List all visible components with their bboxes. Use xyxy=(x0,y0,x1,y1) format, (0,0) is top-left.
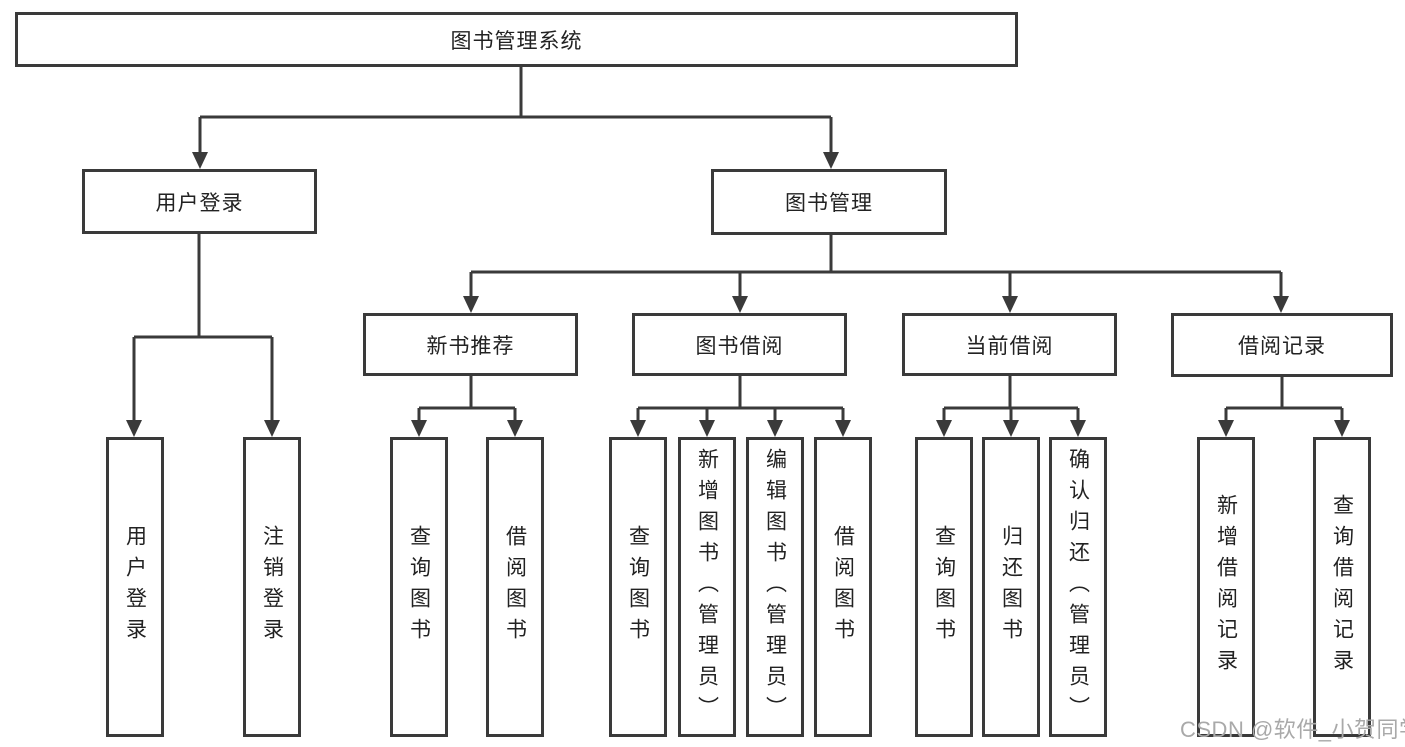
node-return-book: 归还图书 xyxy=(982,437,1040,737)
node-book-management-label: 图书管理 xyxy=(785,192,873,215)
node-new-book-recommend: 新书推荐 xyxy=(363,313,578,376)
node-query-books-recommend: 查询图书 xyxy=(390,437,448,737)
watermark-text: CSDN @软件_小贺同学 xyxy=(1180,717,1405,742)
node-logout-leaf: 注销登录 xyxy=(243,437,301,737)
node-book-management: 图书管理 xyxy=(711,169,947,235)
node-query-books-recommend-label: 查询图书 xyxy=(407,525,431,649)
node-book-borrowing: 图书借阅 xyxy=(632,313,847,376)
node-query-books-current: 查询图书 xyxy=(915,437,973,737)
node-user-login-label: 用户登录 xyxy=(155,191,244,215)
node-add-book-admin: 新增图书（管理员） xyxy=(678,437,736,737)
node-query-borrow-record-label: 查询借阅记录 xyxy=(1330,494,1354,680)
node-user-login-leaf-label: 用户登录 xyxy=(123,525,147,649)
node-edit-book-admin: 编辑图书（管理员） xyxy=(746,437,804,737)
node-borrow-books-recommend: 借阅图书 xyxy=(486,437,544,737)
node-borrow-books-recommend-label: 借阅图书 xyxy=(503,525,527,649)
node-borrowing-records-label: 借阅记录 xyxy=(1238,335,1326,358)
node-user-login-leaf: 用户登录 xyxy=(106,437,164,737)
node-logout-leaf-label: 注销登录 xyxy=(260,525,284,649)
node-add-borrow-record: 新增借阅记录 xyxy=(1197,437,1255,737)
node-query-books-borrowing: 查询图书 xyxy=(609,437,667,737)
node-add-book-admin-label: 新增图书（管理员） xyxy=(695,447,719,727)
node-query-books-borrowing-label: 查询图书 xyxy=(626,525,650,649)
node-confirm-return-admin: 确认归还（管理员） xyxy=(1049,437,1107,737)
node-return-book-label: 归还图书 xyxy=(999,525,1023,649)
node-book-borrowing-label: 图书借阅 xyxy=(695,334,784,358)
node-add-borrow-record-label: 新增借阅记录 xyxy=(1214,494,1238,680)
node-borrowing-records: 借阅记录 xyxy=(1171,313,1393,377)
node-confirm-return-admin-label: 确认归还（管理员） xyxy=(1066,447,1090,727)
node-edit-book-admin-label: 编辑图书（管理员） xyxy=(763,447,787,727)
node-query-books-current-label: 查询图书 xyxy=(932,525,956,649)
node-root: 图书管理系统 xyxy=(15,12,1018,67)
node-current-borrowing: 当前借阅 xyxy=(902,313,1117,376)
node-query-borrow-record: 查询借阅记录 xyxy=(1313,437,1371,737)
node-borrow-books: 借阅图书 xyxy=(814,437,872,737)
node-current-borrowing-label: 当前借阅 xyxy=(965,334,1054,358)
node-new-book-recommend-label: 新书推荐 xyxy=(426,334,515,358)
node-borrow-books-label: 借阅图书 xyxy=(831,525,855,649)
node-root-label: 图书管理系统 xyxy=(450,29,583,53)
node-user-login: 用户登录 xyxy=(82,169,317,234)
